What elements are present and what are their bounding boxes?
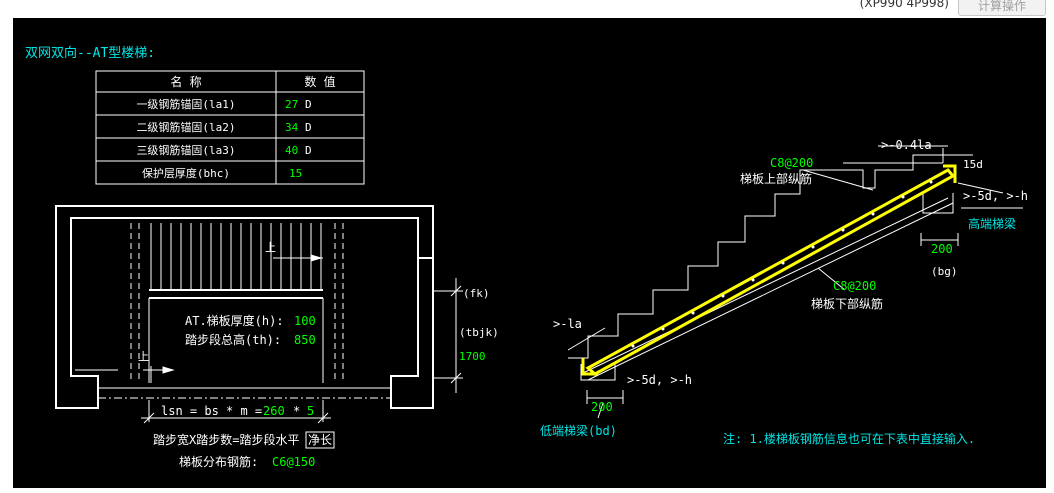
anchor-5d-top-label: >-5d, >-h: [963, 189, 1028, 203]
table-header-name: 名 称: [170, 74, 201, 89]
calculate-button[interactable]: 计算操作: [958, 0, 1046, 16]
caption-box: [305, 431, 335, 449]
fk-label: (fk): [463, 287, 490, 300]
height-dimension: [433, 278, 463, 393]
drawing-canvas: 双网双向--AT型楼梯: 名 称 数 值 一级钢筋锚固(la1) 27 D 二级…: [13, 18, 1046, 488]
stair-treads: [75, 223, 344, 383]
slab-thickness-label: AT.梯板厚度(h):: [185, 313, 284, 328]
up-arrow-label: 上: [138, 350, 149, 363]
coordinate-readout: (XP990 4P998): [859, 0, 949, 10]
anchor-15d-label: 15d: [963, 158, 983, 171]
stair-plan-view: [55, 205, 434, 409]
caption-box-text: 净长: [308, 433, 332, 447]
anchor-5d-bottom-label: >-5d, >-h: [627, 373, 692, 387]
top-bar-value[interactable]: C8@200: [770, 156, 813, 170]
table-row-name: 三级钢筋锚固(la3): [136, 143, 235, 157]
high-beam-label: 高端梯梁: [968, 216, 1016, 231]
top-bar-label: 梯板上部纵筋: [740, 171, 812, 186]
la-label: >-la: [553, 317, 582, 331]
distribution-label: 梯板分布钢筋:: [179, 454, 258, 469]
rebar-yellow: [581, 164, 957, 376]
low-beam-label: 低端梯梁(bd): [540, 423, 617, 438]
table-row-unit: D: [305, 121, 312, 134]
table-row-value[interactable]: 15: [289, 167, 302, 180]
up-arrow-label: 上: [265, 241, 276, 254]
top-anchor-label: >-0.4la: [881, 138, 932, 152]
step-height-value[interactable]: 850: [294, 333, 316, 347]
stair-drawing-svg: 名 称 数 值 一级钢筋锚固(la1) 27 D 二级钢筋锚固(la2) 34 …: [55, 70, 1028, 469]
bg-value[interactable]: 200: [931, 242, 953, 256]
lsn-dimension: [141, 400, 331, 424]
table-row-name: 一级钢筋锚固(la1): [136, 97, 235, 111]
table-row-unit: D: [305, 144, 312, 157]
bottom-bar-value[interactable]: C8@200: [833, 279, 876, 293]
drawing-title: 双网双向--AT型楼梯:: [25, 46, 156, 61]
slab-thickness-value[interactable]: 100: [294, 314, 316, 328]
table-row-value[interactable]: 34: [285, 121, 299, 134]
table-row-value[interactable]: 27: [285, 98, 298, 111]
rebar-dots: [631, 180, 933, 348]
lsn-bs-value[interactable]: 260: [263, 404, 285, 418]
bd-value[interactable]: 200: [591, 400, 613, 414]
leader-lines: [586, 145, 1023, 419]
table-row-name: 保护层厚度(bhc): [142, 166, 230, 180]
lsn-formula: lsn = bs * m =: [161, 404, 262, 418]
stair-section-steps: [567, 148, 973, 381]
distribution-value[interactable]: C6@150: [272, 455, 315, 469]
section-note: 注: 1.楼梯板钢筋信息也可在下表中直接输入.: [723, 431, 975, 446]
table-header-value: 数 值: [304, 74, 335, 89]
tbjk-label: (tbjk): [459, 326, 499, 339]
step-height-label: 踏步段总高(th):: [185, 332, 281, 347]
plan-caption: 踏步宽X踏步数=踏步段水平: [153, 432, 299, 447]
lsn-multiply: *: [293, 404, 300, 418]
bottom-bar-label: 梯板下部纵筋: [811, 296, 883, 311]
table-row-name: 二级钢筋锚固(la2): [136, 120, 235, 134]
table-row-unit: D: [305, 98, 312, 111]
left-frame: [0, 0, 13, 493]
bg-label: (bg): [931, 265, 958, 278]
top-toolbar: (XP990 4P998) 计算操作: [0, 0, 1054, 18]
lsn-m-value[interactable]: 5: [307, 404, 314, 418]
table-row-value[interactable]: 40: [285, 144, 298, 157]
parameter-table: [95, 70, 365, 185]
tbjk-value[interactable]: 1700: [459, 350, 486, 363]
